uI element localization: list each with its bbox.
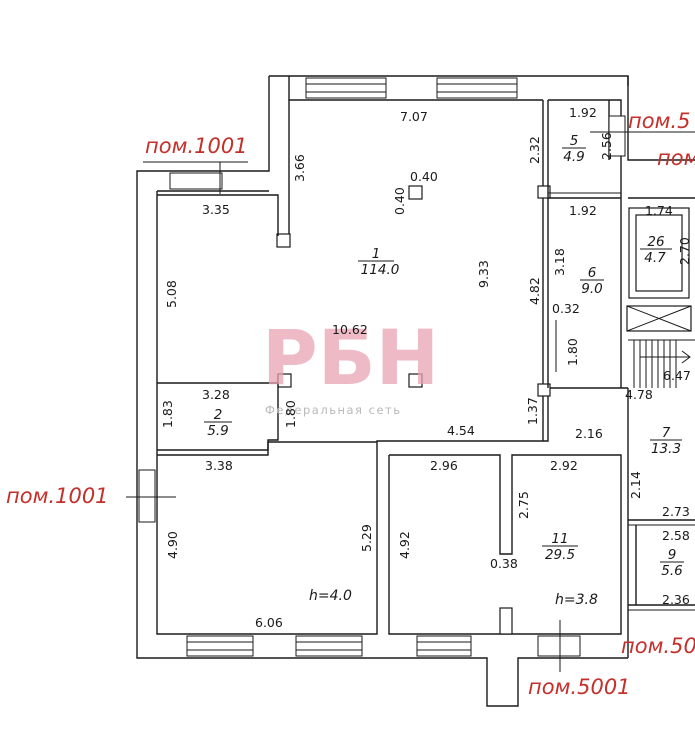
hall-walls [157, 441, 377, 456]
room-9-number: 9 [668, 547, 677, 563]
stairs [628, 339, 695, 388]
dim-3-35: 3.35 [202, 202, 230, 217]
ref-pom5001-bottom: пом.5001 [528, 675, 631, 699]
dim-3-66: 3.66 [292, 154, 307, 182]
dim-1-80-b: 1.80 [565, 338, 580, 366]
dim-2-32: 2.32 [527, 136, 542, 164]
dim-1-92-b: 1.92 [569, 203, 597, 218]
room-labels: 1 114.0 2 5.9 5 4.9 6 9.0 26 4.7 7 13.3 … [204, 133, 684, 608]
room-7-number: 7 [662, 425, 671, 441]
windows [138, 77, 626, 657]
room11-walls [388, 454, 622, 635]
room-7-area: 13.3 [651, 441, 681, 457]
room-5-area: 4.9 [563, 149, 584, 165]
right-rooms-walls [547, 99, 695, 388]
room-26-number: 26 [647, 234, 664, 250]
room-2-number: 2 [214, 407, 223, 423]
dim-1-37: 1.37 [525, 397, 540, 425]
ref-pom50-bottom-right: пом.50 [621, 634, 695, 658]
rooms-7-9-walls [628, 519, 695, 611]
room-9-area: 5.6 [661, 563, 682, 579]
dim-2-75: 2.75 [516, 491, 531, 519]
dim-2-56: 2.56 [599, 132, 614, 160]
dim-1-74: 1.74 [645, 203, 673, 218]
dim-2-16: 2.16 [575, 426, 603, 441]
dim-7-07: 7.07 [400, 109, 428, 124]
dim-2-70: 2.70 [677, 237, 692, 265]
height-right: h=3.8 [555, 592, 598, 608]
dim-2-58: 2.58 [662, 528, 690, 543]
dim-6-06: 6.06 [255, 615, 283, 630]
dim-0-40-b: 0.40 [392, 187, 407, 215]
dim-4-82: 4.82 [527, 277, 542, 305]
room-11-area: 29.5 [545, 547, 575, 563]
dim-1-92-a: 1.92 [569, 105, 597, 120]
dimension-labels: 7.07 3.66 0.40 0.40 3.35 2.32 5.08 9.33 … [160, 105, 692, 630]
dim-5-08: 5.08 [164, 280, 179, 308]
dim-3-38: 3.38 [205, 458, 233, 473]
dim-3-18: 3.18 [552, 248, 567, 276]
dim-2-96: 2.96 [430, 458, 458, 473]
room-6-area: 9.0 [581, 281, 602, 297]
dim-4-54: 4.54 [447, 423, 475, 438]
dim-4-92: 4.92 [397, 531, 412, 559]
watermark-subtitle: Федеральная сеть [265, 403, 402, 417]
dim-0-40-a: 0.40 [410, 169, 438, 184]
dim-2-36: 2.36 [662, 592, 690, 607]
dim-4-78: 4.78 [625, 387, 653, 402]
external-references: пом.1001 пом.1001 пом.5001 пом.5 пом пом… [6, 109, 695, 699]
dim-1-83: 1.83 [160, 400, 175, 428]
watermark: РБН Федеральная сеть [262, 313, 439, 417]
dim-0-32: 0.32 [552, 301, 580, 316]
watermark-logo: РБН [262, 313, 439, 402]
dim-1-80-a: 1.80 [283, 400, 298, 428]
room2-walls [157, 382, 279, 451]
dim-4-90: 4.90 [165, 531, 180, 559]
dim-2-73: 2.73 [662, 504, 690, 519]
room-2-area: 5.9 [207, 423, 228, 439]
dim-3-28: 3.28 [202, 387, 230, 402]
room-5-number: 5 [570, 133, 579, 149]
room-1-area: 114.0 [361, 262, 400, 278]
dim-9-33: 9.33 [476, 260, 491, 288]
room-11-number: 11 [551, 531, 568, 547]
ref-pom1001-top: пом.1001 [145, 134, 248, 158]
ref-pom1001-left: пом.1001 [6, 484, 109, 508]
ref-pom-right: пом [657, 146, 695, 170]
dim-10-62: 10.62 [332, 322, 368, 337]
ref-pom5-top-right: пом.5 [628, 109, 690, 133]
room-26-area: 4.7 [644, 250, 666, 266]
room-6-number: 6 [588, 265, 597, 281]
dim-5-29: 5.29 [359, 524, 374, 552]
height-left: h=4.0 [309, 588, 352, 604]
room1-walls [157, 100, 551, 441]
dim-0-38: 0.38 [490, 556, 518, 571]
dim-2-92: 2.92 [550, 458, 578, 473]
dim-6-47: 6.47 [663, 368, 691, 383]
dim-2-14: 2.14 [628, 471, 643, 499]
room-1-number: 1 [372, 246, 381, 262]
